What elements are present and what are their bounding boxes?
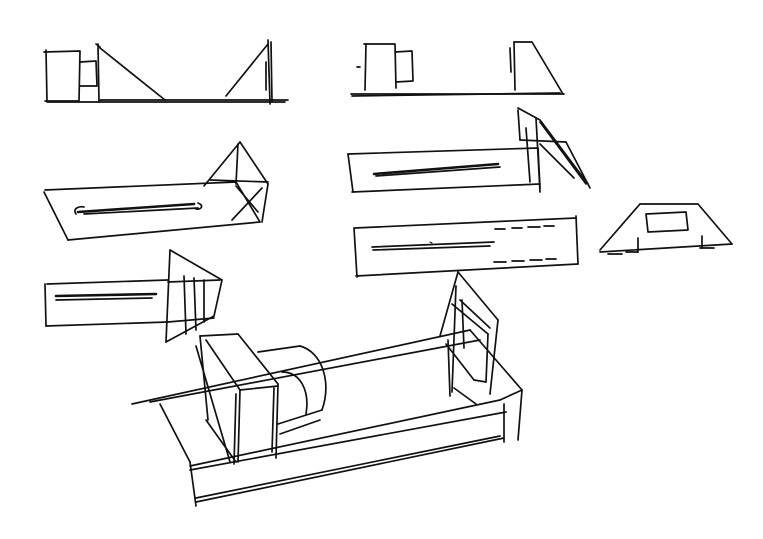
main-assembly-perspective (131, 271, 523, 507)
side-view-right-top (350, 41, 565, 97)
trapezoid-end-view (599, 203, 733, 255)
side-view-left-top (43, 39, 289, 105)
plank-with-pyramid-end (44, 249, 223, 343)
slotted-plank-with-end-frame (347, 107, 591, 193)
slotted-plank-with-wedge (43, 141, 269, 241)
dashed-slot-plank (353, 215, 579, 278)
